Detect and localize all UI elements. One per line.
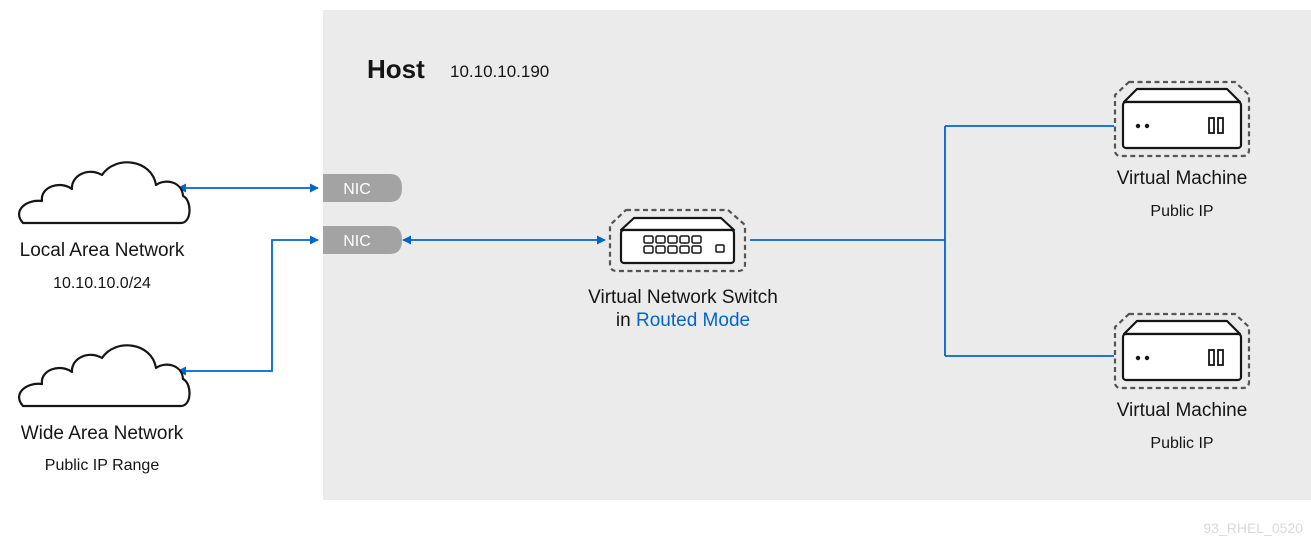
nic-icon — [323, 174, 402, 202]
nic-wan: NIC — [323, 226, 402, 254]
vm-detail: Public IP — [1150, 435, 1213, 452]
virtual-machine-2: Virtual Machine Public IP — [1113, 312, 1251, 452]
host-title: Host — [367, 54, 425, 84]
figure-code: 93_RHEL_0520 — [1203, 520, 1303, 536]
virtual-machine-1: Virtual Machine Public IP — [1113, 80, 1251, 220]
local-area-network: Local Area Network 10.10.10.0/24 — [17, 161, 191, 292]
switch-mode-label: in Routed Mode — [616, 310, 750, 331]
network-switch-icon — [608, 208, 747, 273]
virtual-network-switch: Virtual Network Switch in Routed Mode — [588, 208, 778, 331]
wide-area-network: Wide Area Network Public IP Range — [17, 344, 191, 474]
nic-icon — [323, 226, 402, 254]
network-detail: Public IP Range — [45, 457, 160, 474]
vm-detail: Public IP — [1150, 203, 1213, 220]
host-panel — [323, 10, 1311, 500]
cloud-icon — [17, 161, 191, 225]
cloud-icon — [17, 344, 191, 408]
switch-mode-value: Routed Mode — [636, 310, 750, 331]
vm-label: Virtual Machine — [1117, 400, 1248, 421]
nic-label: NIC — [343, 181, 371, 198]
vm-label: Virtual Machine — [1117, 168, 1248, 189]
nic-lan: NIC — [323, 174, 402, 202]
host-ip: 10.10.10.190 — [450, 62, 549, 81]
server-icon — [1113, 312, 1251, 390]
network-label: Wide Area Network — [21, 423, 184, 444]
switch-label: Virtual Network Switch — [588, 287, 778, 308]
nic-label: NIC — [343, 233, 371, 250]
network-detail: 10.10.10.0/24 — [53, 275, 151, 292]
wan-nic-connector — [177, 235, 319, 376]
network-label: Local Area Network — [20, 240, 185, 261]
server-icon — [1113, 80, 1251, 158]
switch-mode-prefix: in — [616, 310, 631, 331]
